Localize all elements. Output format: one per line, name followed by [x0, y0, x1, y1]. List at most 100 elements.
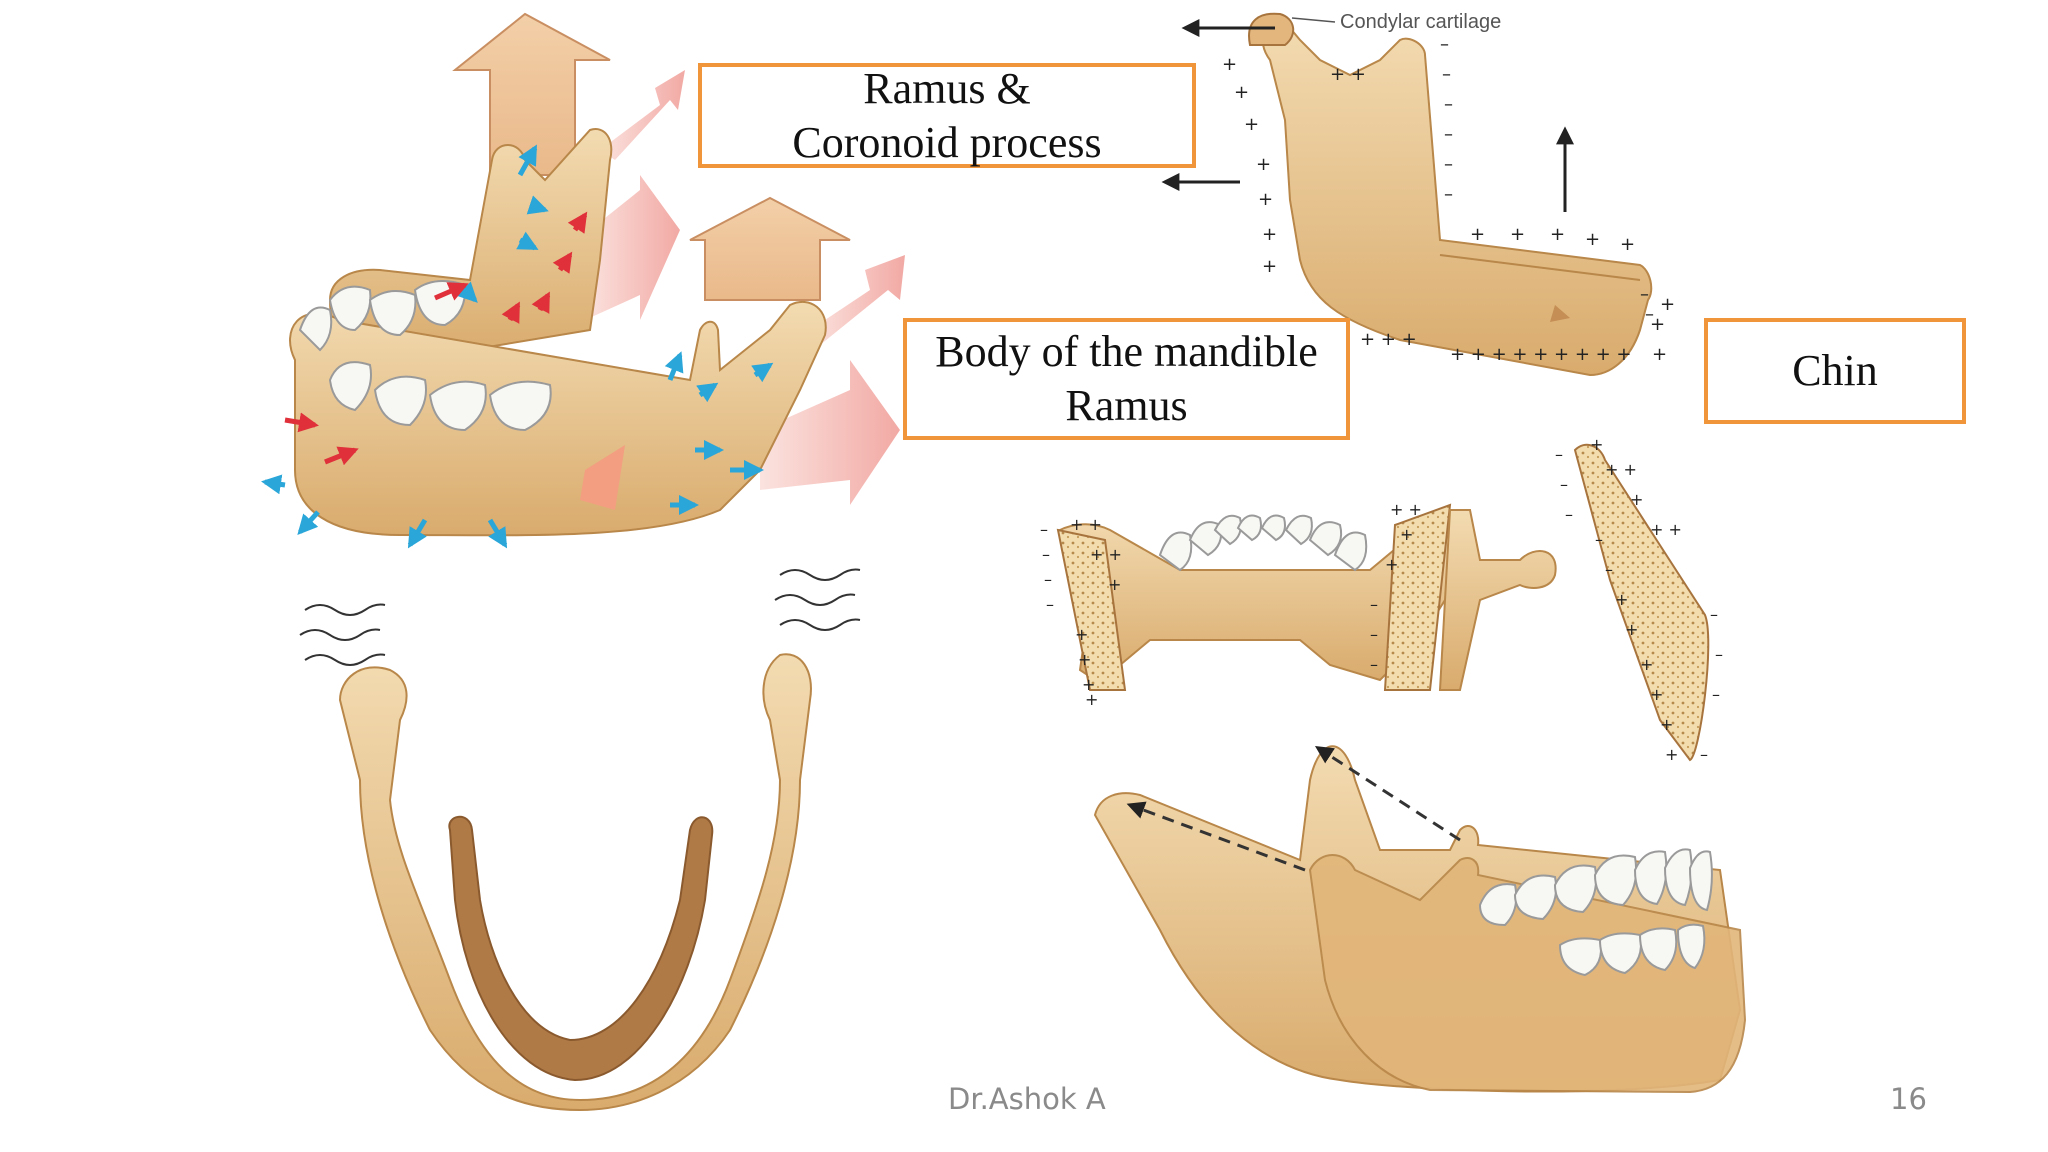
svg-text:+: + [1262, 224, 1277, 245]
svg-text:–: – [1715, 645, 1723, 664]
svg-text:+: + [1550, 224, 1565, 245]
cross-section-figure: –––– + ++ ++ ++++ + +++ ––– ––– ++ +++ +… [1040, 435, 1723, 764]
svg-text:+: + [1400, 525, 1413, 544]
footer-page-number: 16 [1890, 1082, 1927, 1116]
teeth-row [298, 280, 552, 432]
svg-text:+: + [1075, 625, 1088, 644]
svg-text:–: – [1555, 445, 1563, 464]
ramus-process [1438, 509, 1557, 691]
svg-text:+: + [1262, 256, 1277, 277]
svg-text:+ +: + + [1650, 520, 1682, 539]
u-mandible-inner [448, 815, 714, 1082]
svg-text:+: + [1660, 715, 1673, 734]
svg-text:+: + [1085, 690, 1098, 709]
svg-text:+: + [1470, 224, 1485, 245]
plus-minus-signs: +++ ++++ + + –––– –– +++++ + + ++ + + + … [1222, 34, 1675, 365]
condylar-figure: +++ ++++ + + –––– –– +++++ + + ++ + + + … [1161, 11, 1675, 377]
svg-text:+ +: + + [1330, 64, 1366, 85]
ramus-coronoid-label-box: Ramus & Coronoid process [698, 63, 1196, 168]
svg-text:–: – [1444, 94, 1453, 115]
u-mandible-outer [338, 653, 812, 1112]
svg-text:–: – [1565, 505, 1573, 524]
svg-text:–: – [1444, 154, 1453, 175]
svg-text:+: + [1665, 745, 1678, 764]
svg-text:+: + [1652, 344, 1667, 365]
cross-section-teeth [1158, 514, 1368, 572]
svg-text:+: + [1620, 234, 1635, 255]
condylar-cartilage-label: Condylar cartilage [1340, 11, 1501, 33]
svg-text:–: – [1370, 655, 1378, 674]
body-line2: Ramus [1065, 381, 1188, 430]
dashed-arrow [1126, 801, 1306, 872]
svg-text:+ +: + + [1605, 460, 1637, 479]
svg-text:+ +: + + [1070, 515, 1102, 534]
svg-text:–: – [1042, 545, 1050, 564]
svg-text:–: – [1044, 570, 1052, 589]
svg-text:+: + [1108, 575, 1121, 594]
side-mandible-front [1308, 854, 1747, 1094]
svg-text:+ +: + + [1090, 545, 1122, 564]
u-mandible-figure [299, 568, 861, 1112]
svg-text:+: + [1385, 555, 1398, 574]
svg-text:–: – [1370, 595, 1378, 614]
svg-text:–: – [1640, 284, 1649, 305]
svg-text:–: – [1046, 595, 1054, 614]
section-signs: –––– + ++ ++ ++++ + +++ ––– ––– ++ +++ +… [1040, 435, 1723, 764]
svg-text:–: – [1712, 685, 1720, 704]
svg-text:–: – [1700, 745, 1708, 764]
section-left [1056, 528, 1127, 691]
body-line1: Body of the mandible [935, 327, 1318, 376]
svg-text:+: + [1650, 314, 1665, 335]
svg-text:–: – [1444, 124, 1453, 145]
svg-text:–: – [1370, 625, 1378, 644]
posterior-growth-arrow [760, 360, 900, 505]
ramus-coronoid-line2: Coronoid process [792, 117, 1102, 167]
large-mandible [289, 300, 827, 537]
svg-text:+: + [1630, 490, 1643, 509]
red-arrows [284, 211, 588, 466]
chin-label-box: Chin [1704, 318, 1966, 424]
upward-growth-arrow [689, 196, 851, 301]
posterior-growth-arrow [585, 175, 680, 320]
side-view-figure [1093, 745, 1747, 1094]
svg-text:–: – [1440, 34, 1449, 55]
svg-text:+: + [1082, 675, 1095, 694]
wavy-lines [299, 568, 861, 666]
growth-mandible-figure [261, 12, 905, 549]
svg-text:+: + [1615, 590, 1628, 609]
section-far-right [1573, 443, 1710, 762]
svg-text:+: + [1078, 650, 1091, 669]
svg-text:+: + [1650, 685, 1663, 704]
side-teeth [1478, 848, 1713, 977]
footer-author: Dr.Ashok A [948, 1082, 1106, 1116]
posterior-growth-arrow [810, 255, 905, 345]
svg-text:+: + [1258, 189, 1273, 210]
svg-text:–: – [1710, 605, 1718, 624]
svg-text:+ +: + + [1390, 500, 1422, 519]
svg-text:–: – [1444, 184, 1453, 205]
svg-text:–: – [1645, 304, 1654, 325]
svg-text:+: + [1585, 229, 1600, 250]
body-ramus-label-box: Body of the mandible Ramus [903, 318, 1350, 440]
svg-text:+: + [1234, 82, 1249, 103]
svg-text:–: – [1605, 560, 1613, 579]
svg-text:+: + [1625, 620, 1638, 639]
svg-text:+: + [1510, 224, 1525, 245]
svg-text:+: + [1660, 294, 1675, 315]
svg-text:+: + [1590, 435, 1603, 454]
section-right [1383, 503, 1452, 691]
svg-text:+: + [1222, 54, 1237, 75]
svg-text:–: – [1595, 530, 1603, 549]
mental-foramen [580, 445, 625, 510]
svg-text:+ + +: + + + [1360, 329, 1417, 350]
posterior-growth-arrow [600, 70, 685, 160]
dashed-arrow [1314, 746, 1461, 842]
svg-text:–: – [1040, 520, 1048, 539]
svg-text:+: + [1244, 114, 1259, 135]
svg-text:+: + [1640, 655, 1653, 674]
chin-label: Chin [1792, 346, 1878, 395]
svg-text:–: – [1560, 475, 1568, 494]
svg-text:–: – [1442, 64, 1451, 85]
svg-text:+: + [1256, 154, 1271, 175]
